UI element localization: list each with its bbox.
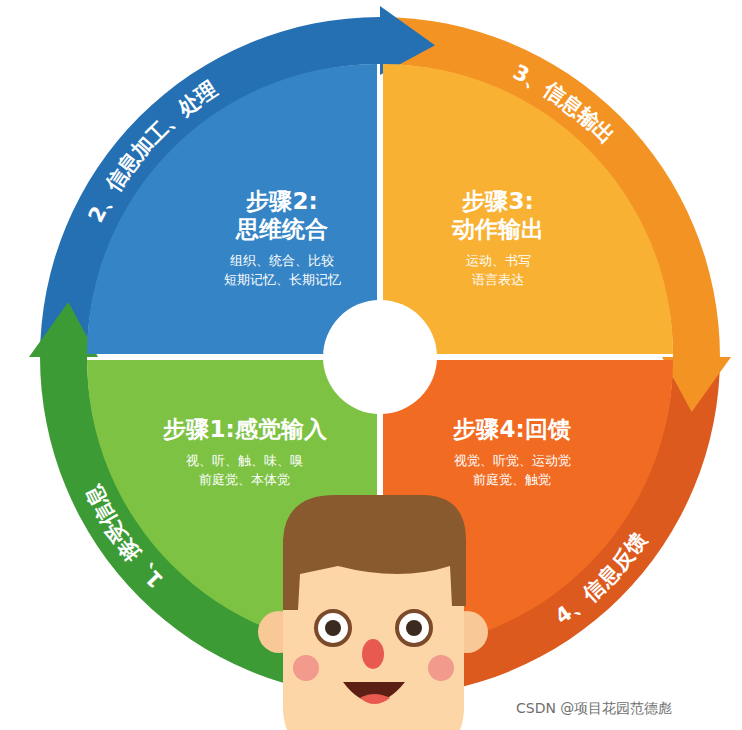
quadrant-fill [383, 64, 673, 354]
face-nose [362, 639, 384, 669]
step-heading: 步骤1:感觉输入 [163, 415, 326, 443]
face-cheek [293, 655, 319, 681]
step-details: 视、听、触、味、嗅 前庭觉、本体觉 [185, 452, 304, 490]
quadrant-content: 步骤2: 思维统合组织、统合、比较 短期记忆、长期记忆 [223, 187, 342, 290]
center-circle [323, 300, 437, 414]
ring-label: 1、接受信息 [80, 481, 168, 592]
step-details: 组织、统合、比较 短期记忆、长期记忆 [223, 252, 342, 290]
face-eye [316, 611, 350, 645]
ring-label: 3、信息输出 [509, 60, 619, 149]
quadrant-step: 步骤3: 动作输出运动、书写 语言表达 [383, 64, 673, 354]
step-heading: 步骤2: 思维统合 [235, 187, 329, 243]
face-pupil [325, 620, 341, 636]
face-eye [397, 611, 431, 645]
step-details: 运动、书写 语言表达 [465, 252, 532, 290]
watermark: CSDN @项目花园范德彪 [516, 700, 672, 718]
step-heading: 步骤4:回馈 [453, 415, 570, 443]
ring-label: 2、信息加工、处理 [83, 77, 221, 226]
quadrant-content: 步骤1:感觉输入视、听、触、味、嗅 前庭觉、本体觉 [163, 415, 326, 490]
quadrant-fill [87, 64, 377, 354]
step-details: 视觉、听觉、运动觉 前庭觉、触觉 [453, 452, 572, 490]
quadrant-content: 步骤3: 动作输出运动、书写 语言表达 [451, 187, 545, 290]
face-hair [283, 495, 466, 610]
quadrant-shape [87, 64, 377, 354]
quadrant-step: 步骤2: 思维统合组织、统合、比较 短期记忆、长期记忆 [87, 64, 377, 354]
face-tongue [360, 694, 390, 704]
face-pupil [406, 620, 422, 636]
quadrant-content: 步骤4:回馈视觉、听觉、运动觉 前庭觉、触觉 [453, 415, 572, 490]
step-heading: 步骤3: 动作输出 [451, 187, 545, 243]
face-cheek [428, 655, 454, 681]
ring-label: 4、信息反馈 [551, 528, 652, 629]
